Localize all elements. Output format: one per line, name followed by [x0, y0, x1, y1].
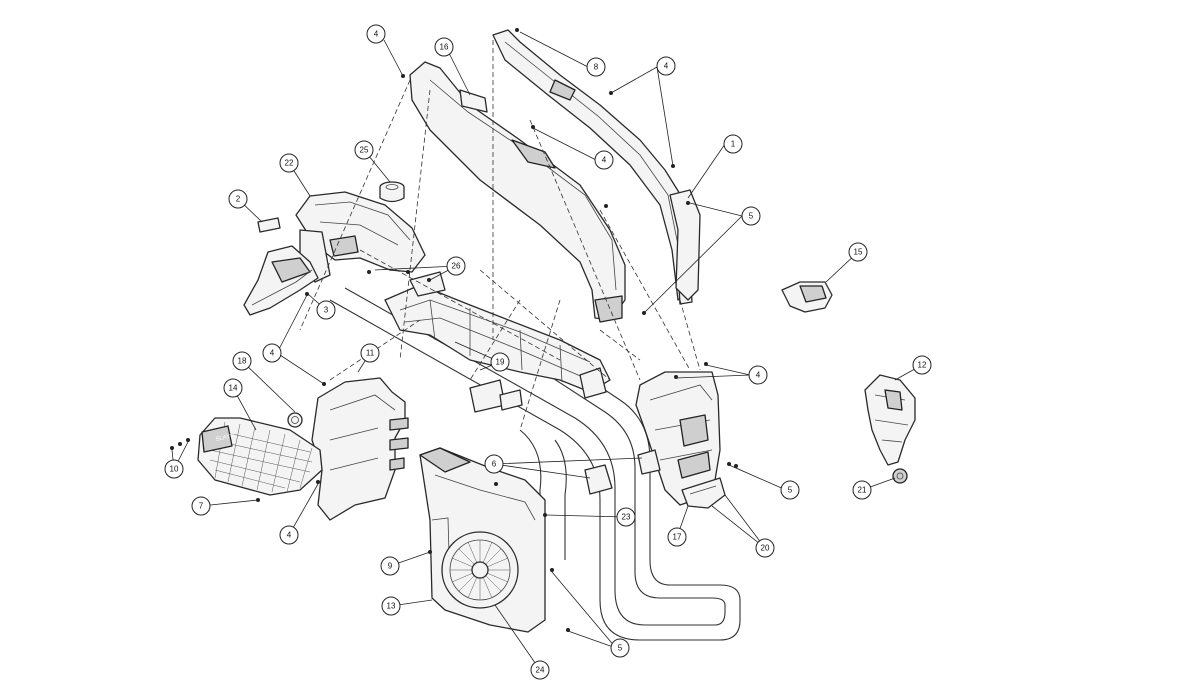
svg-text:5: 5 — [788, 486, 793, 495]
callout-8: 8 — [586, 57, 606, 77]
svg-text:21: 21 — [858, 486, 867, 495]
callout-18: 18 — [232, 351, 252, 371]
svg-text:5: 5 — [749, 212, 754, 221]
svg-text:15: 15 — [854, 248, 863, 257]
callout-5a: 5 — [741, 206, 761, 226]
callout-4b: 4 — [656, 56, 676, 76]
svg-text:19: 19 — [496, 358, 505, 367]
svg-text:11: 11 — [366, 349, 375, 358]
mounting-bracket — [864, 374, 916, 466]
callout-4d: 4 — [262, 343, 282, 363]
svg-text:4: 4 — [602, 156, 607, 165]
callout-1: 1 — [723, 134, 743, 154]
svg-text:6: 6 — [492, 460, 497, 469]
svg-text:4: 4 — [664, 62, 669, 71]
label-plate — [257, 217, 281, 233]
callout-5c: 5 — [610, 638, 630, 658]
svg-text:14: 14 — [229, 384, 238, 393]
callout-15: 15 — [848, 242, 868, 262]
rear-fender — [243, 245, 319, 316]
front-side-panel — [635, 371, 721, 506]
speaker-grommet — [287, 412, 303, 428]
grille-brand-mark: SLAYR — [215, 433, 236, 443]
tube-clamps — [499, 389, 661, 495]
svg-text:12: 12 — [918, 361, 927, 370]
svg-text:9: 9 — [388, 562, 393, 571]
callout-17: 17 — [667, 527, 687, 547]
callouts: 1 2 3 4 4 4 4 4 4 4 4 5 5 5 5 6 7 8 9 10… — [164, 24, 932, 680]
svg-text:4: 4 — [270, 349, 275, 358]
callout-14: 14 — [223, 378, 243, 398]
callout-4c: 4 — [594, 150, 614, 170]
callout-13: 13 — [381, 596, 401, 616]
svg-text:24: 24 — [536, 666, 545, 675]
callout-26: 26 — [446, 256, 466, 276]
callout-3: 3 — [316, 300, 336, 320]
callout-16: 16 — [434, 37, 454, 57]
svg-text:22: 22 — [285, 159, 294, 168]
svg-text:3: 3 — [324, 306, 329, 315]
rear-subframe — [384, 271, 611, 413]
callout-24: 24 — [530, 660, 550, 680]
svg-text:4: 4 — [756, 371, 761, 380]
side-vent-grille: SLAYR — [197, 417, 323, 496]
callout-4f: 4 — [279, 525, 299, 545]
small-cover — [781, 281, 833, 313]
callout-4e: 4 — [748, 365, 768, 385]
svg-text:25: 25 — [360, 146, 369, 155]
callout-10: 10 — [164, 459, 184, 479]
lower-bracket — [681, 477, 726, 509]
svg-text:5: 5 — [618, 644, 623, 653]
callout-7: 7 — [191, 496, 211, 516]
callout-22: 22 — [279, 153, 299, 173]
inner-side-cover — [311, 377, 409, 521]
svg-text:23: 23 — [622, 513, 631, 522]
front-fairing — [669, 189, 701, 301]
svg-text:17: 17 — [673, 533, 682, 542]
callout-21: 21 — [852, 480, 872, 500]
svg-text:4: 4 — [287, 531, 292, 540]
assembly-lines — [299, 40, 701, 431]
svg-text:7: 7 — [199, 502, 204, 511]
svg-text:20: 20 — [761, 544, 770, 553]
callout-12: 12 — [912, 355, 932, 375]
callout-4a: 4 — [366, 24, 386, 44]
svg-text:8: 8 — [594, 63, 599, 72]
callout-11: 11 — [360, 343, 380, 363]
svg-text:13: 13 — [387, 602, 396, 611]
callout-20: 20 — [755, 538, 775, 558]
svg-text:10: 10 — [170, 465, 179, 474]
grommet — [379, 181, 405, 203]
svg-text:1: 1 — [731, 140, 736, 149]
callout-9: 9 — [380, 556, 400, 576]
svg-text:16: 16 — [440, 43, 449, 52]
grille-mesh — [209, 421, 313, 493]
svg-text:26: 26 — [452, 262, 461, 271]
callout-5b: 5 — [780, 480, 800, 500]
callout-6: 6 — [484, 454, 504, 474]
svg-text:4: 4 — [374, 30, 379, 39]
callout-2: 2 — [228, 189, 248, 209]
speaker — [441, 531, 519, 609]
svg-text:2: 2 — [236, 195, 241, 204]
callout-19: 19 — [490, 352, 510, 372]
svg-text:18: 18 — [238, 357, 247, 366]
side-panel-long — [409, 61, 626, 323]
callout-23: 23 — [616, 507, 636, 527]
callout-25: 25 — [354, 140, 374, 160]
knob — [892, 468, 908, 484]
